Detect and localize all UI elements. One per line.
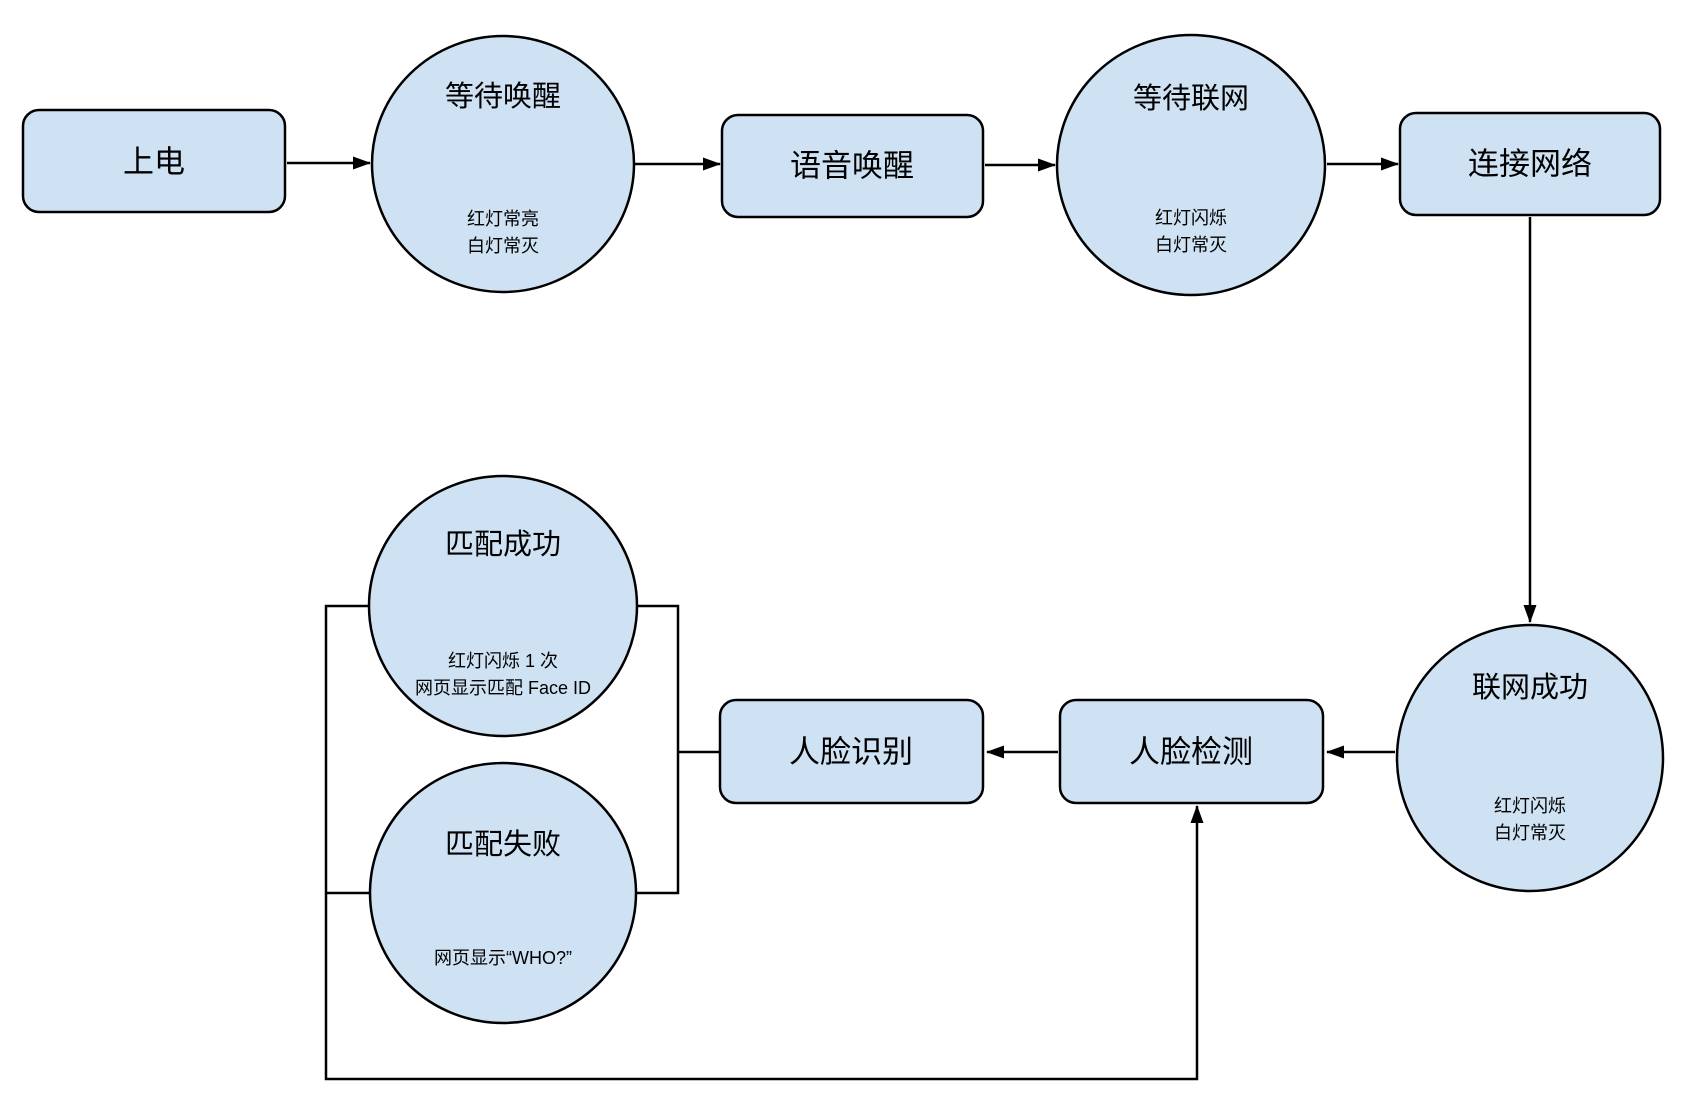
node-match-fail[interactable]: 匹配失败 网页显示“WHO?”	[368, 761, 638, 1025]
network-success-label: 联网成功	[1472, 671, 1588, 704]
node-wait-wake[interactable]: 等待唤醒 红灯常亮 白灯常灭	[370, 34, 636, 294]
match-fail-shape[interactable]	[368, 761, 638, 1025]
wait-wake-status-line2: 白灯常灭	[467, 236, 539, 256]
match-fail-status-line1: 网页显示“WHO?”	[434, 948, 572, 968]
match-success-shape[interactable]	[367, 474, 639, 738]
wait-network-label: 等待联网	[1133, 82, 1249, 115]
edges	[287, 156, 1537, 1081]
node-connect-network[interactable]: 连接网络	[1398, 111, 1662, 217]
wait-network-shape[interactable]	[1055, 33, 1327, 297]
voice-wake-label: 语音唤醒	[790, 149, 914, 184]
node-voice-wake[interactable]: 语音唤醒	[720, 113, 985, 219]
wait-wake-status-line1: 红灯常亮	[467, 209, 539, 229]
power-on-label: 上电	[123, 145, 185, 180]
node-network-success[interactable]: 联网成功 红灯闪烁 白灯常灭	[1395, 623, 1665, 893]
edge-bracket-recognize-outcomes	[636, 604, 680, 895]
network-success-status-line2: 白灯常灭	[1494, 823, 1566, 843]
connect-network-shape[interactable]	[1398, 111, 1662, 217]
match-success-status-line2: 网页显示匹配 Face ID	[415, 678, 591, 698]
node-match-success[interactable]: 匹配成功 红灯闪烁 1 次 网页显示匹配 Face ID	[367, 474, 639, 738]
face-recognize-label: 人脸识别	[789, 735, 913, 770]
match-success-label: 匹配成功	[445, 528, 561, 561]
wait-network-status-line2: 白灯常灭	[1155, 235, 1227, 255]
wait-wake-shape[interactable]	[370, 34, 636, 294]
network-success-shape[interactable]	[1395, 623, 1665, 893]
node-face-detect[interactable]: 人脸检测	[1058, 698, 1325, 805]
face-detect-shape[interactable]	[1058, 698, 1325, 805]
network-success-status-line1: 红灯闪烁	[1494, 796, 1566, 816]
wait-wake-label: 等待唤醒	[445, 80, 561, 113]
match-success-status-line1: 红灯闪烁 1 次	[448, 651, 558, 671]
match-fail-label: 匹配失败	[445, 828, 561, 861]
edge-loop-back-to-face-detect	[324, 604, 1204, 1081]
power-on-shape[interactable]	[21, 108, 287, 214]
node-face-recognize[interactable]: 人脸识别	[718, 698, 985, 805]
face-recognize-shape[interactable]	[718, 698, 985, 805]
node-wait-network[interactable]: 等待联网 红灯闪烁 白灯常灭	[1055, 33, 1327, 297]
face-detect-label: 人脸检测	[1129, 735, 1253, 770]
connect-network-label: 连接网络	[1468, 147, 1592, 182]
node-power-on[interactable]: 上电	[21, 108, 287, 214]
wait-network-status-line1: 红灯闪烁	[1155, 208, 1227, 228]
voice-wake-shape[interactable]	[720, 113, 985, 219]
